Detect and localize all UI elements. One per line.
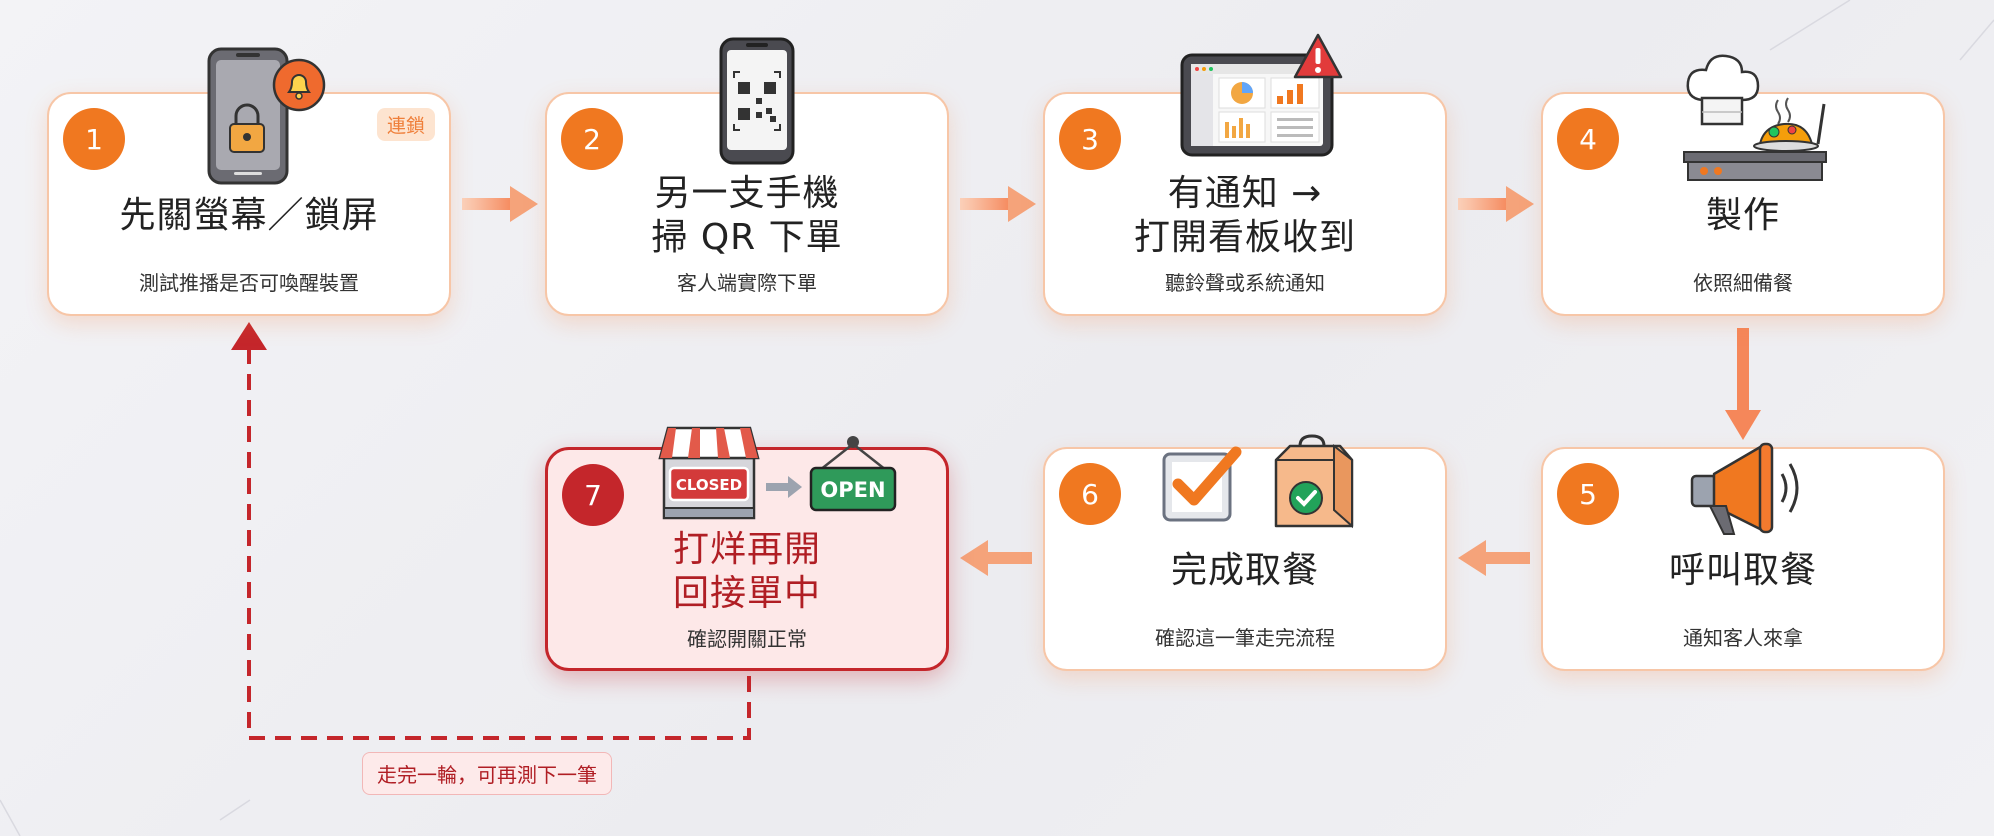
step-subtitle: 客人端實際下單 <box>677 271 817 295</box>
loop-back-arrow <box>231 322 751 740</box>
stove-icon <box>1683 97 1827 181</box>
megaphone-icon <box>1690 442 1799 535</box>
step-subtitle: 通知客人來拿 <box>1683 626 1803 650</box>
bell-icon <box>272 58 326 112</box>
step-title: 製作 <box>1705 195 1780 236</box>
step-subtitle: 確認這一筆走完流程 <box>1155 626 1335 650</box>
step-card-4: 4 製作 依照細備餐 <box>1541 92 1945 316</box>
step-title: 呼叫取餐 <box>1668 550 1817 591</box>
qr-phone-icon <box>719 37 795 165</box>
step-subtitle: 測試推播是否可喚醒裝置 <box>139 271 359 295</box>
open-sign-text: OPEN <box>820 478 885 502</box>
arrow-2-to-3 <box>960 186 1036 222</box>
chef-hat-icon <box>1686 54 1760 126</box>
step-number: 5 <box>1557 463 1619 525</box>
step-title: 有通知 → 打開看板收到 <box>1133 173 1356 258</box>
open-sign-icon: OPEN <box>809 436 897 512</box>
step-subtitle: 聽鈴聲或系統通知 <box>1165 271 1325 295</box>
step-number: 4 <box>1557 108 1619 170</box>
arrow-5-to-6 <box>1458 540 1530 576</box>
step-title: 完成取餐 <box>1170 550 1319 591</box>
food-bag-icon <box>1274 434 1354 529</box>
alert-icon <box>1293 33 1343 79</box>
arrow-3-to-4 <box>1458 186 1534 222</box>
step-subtitle: 確認開關正常 <box>687 627 807 651</box>
step-title: 打烊再開 回接單中 <box>672 529 821 614</box>
step-title: 另一支手機 掃 QR 下單 <box>651 173 843 258</box>
loop-label: 走完一輪，可再測下一筆 <box>362 752 612 795</box>
checkbox-icon <box>1162 446 1242 522</box>
step-number: 2 <box>561 108 623 170</box>
tablet-dashboard-icon <box>1180 53 1334 157</box>
chain-tag: 連鎖 <box>376 108 435 141</box>
step-number: 7 <box>562 464 624 526</box>
step-number: 6 <box>1059 463 1121 525</box>
step-number: 3 <box>1059 108 1121 170</box>
arrow-right-icon <box>766 476 802 498</box>
arrow-6-to-7 <box>960 540 1032 576</box>
arrow-1-to-2 <box>462 186 538 222</box>
phone-lock-icon <box>207 47 289 185</box>
step-card-6: 6 完成取餐 確認這一筆走完流程 <box>1043 447 1447 671</box>
store-icon: CLOSED <box>658 426 760 520</box>
closed-sign-text: CLOSED <box>676 476 742 494</box>
step-number: 1 <box>63 108 125 170</box>
arrow-4-to-5 <box>1725 328 1761 440</box>
step-subtitle: 依照細備餐 <box>1693 271 1793 295</box>
step-title: 先關螢幕／鎖屏 <box>119 195 379 236</box>
